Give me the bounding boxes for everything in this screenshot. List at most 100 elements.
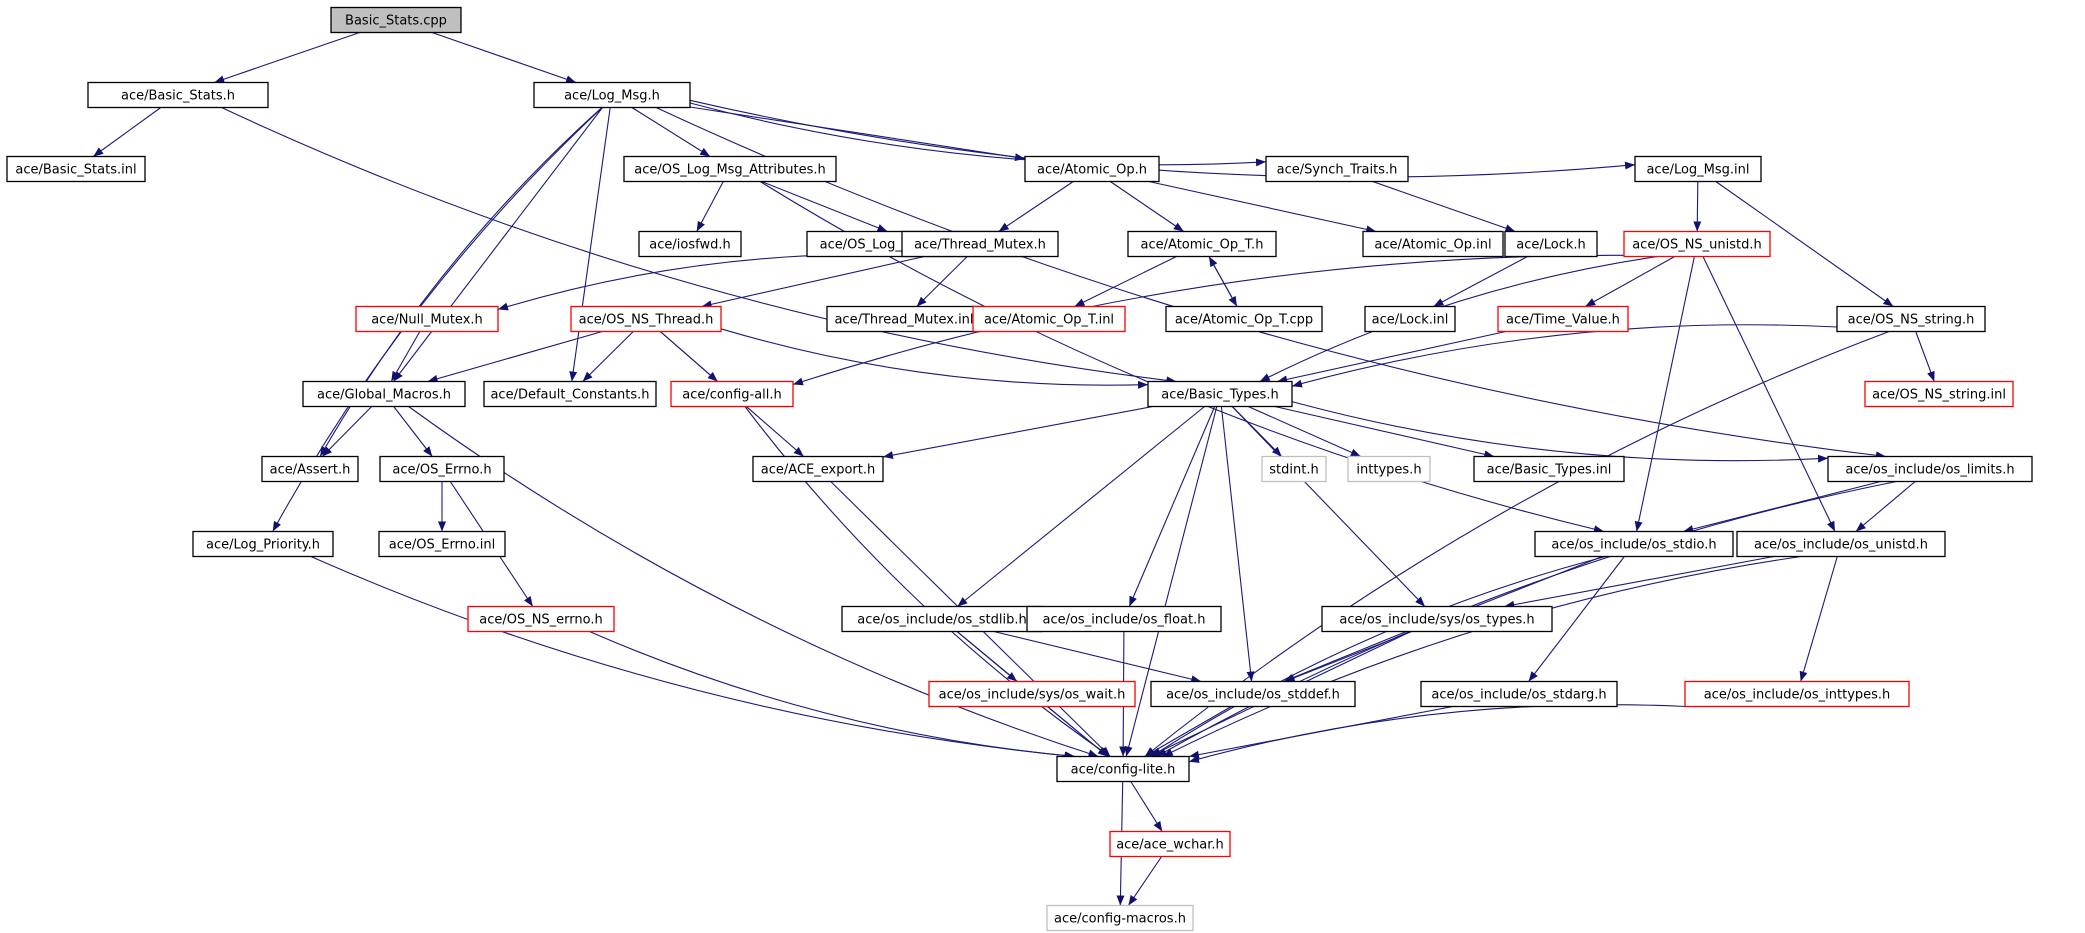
node-ace-export-h[interactable]: ace/ACE_export.h xyxy=(752,455,884,483)
node-label: ace/os_include/os_inttypes.h xyxy=(1704,688,1891,703)
node-label: ace/Log_Priority.h xyxy=(206,538,320,553)
edge-ace_wchar_h-to-config_macros_h xyxy=(1127,856,1163,906)
node-iosfwd-h[interactable]: ace/iosfwd.h xyxy=(638,230,742,258)
node-os-ns-errno-h[interactable]: ace/OS_NS_errno.h xyxy=(467,605,615,633)
node-atomic-op-t-cpp[interactable]: ace/Atomic_Op_T.cpp xyxy=(1165,305,1323,333)
node-os-errno-h[interactable]: ace/OS_Errno.h xyxy=(379,455,505,483)
node-os-stdlib-h[interactable]: ace/os_include/os_stdlib.h xyxy=(841,605,1043,633)
node-label: Basic_Stats.cpp xyxy=(345,14,447,29)
edge-os_ns_unistd_h-to-basic_types_h xyxy=(1259,255,1658,382)
node-ace-wchar-h[interactable]: ace/ace_wchar.h xyxy=(1109,830,1231,858)
node-os-errno-inl[interactable]: ace/OS_Errno.inl xyxy=(378,530,506,558)
edge-synch_traits_h-to-lock_h xyxy=(1372,180,1516,233)
node-label: ace/Basic_Stats.inl xyxy=(15,163,136,178)
node-box xyxy=(1347,455,1431,483)
node-os-sys-wait-h[interactable]: ace/os_include/sys/os_wait.h xyxy=(928,680,1136,708)
node-time-value-h[interactable]: ace/Time_Value.h xyxy=(1497,305,1629,333)
node-basic-types-inl[interactable]: ace/Basic_Types.inl xyxy=(1473,455,1625,483)
node-atomic-op-inl[interactable]: ace/Atomic_Op.inl xyxy=(1362,230,1504,258)
node-synch-traits-h[interactable]: ace/Synch_Traits.h xyxy=(1265,155,1409,183)
node-box xyxy=(1147,380,1293,408)
node-basic-stats-inl[interactable]: ace/Basic_Stats.inl xyxy=(6,155,146,183)
edge-basic_types_h-to-os_stddef_h xyxy=(1220,406,1255,682)
node-lock-h[interactable]: ace/Lock.h xyxy=(1504,230,1598,258)
edge-os_stddef_h-to-config_lite_h xyxy=(1144,706,1232,757)
node-label: ace/config-all.h xyxy=(682,388,782,403)
edge-os_ns_thread_h-to-default_constants_h xyxy=(582,331,634,382)
node-box xyxy=(1836,305,1986,333)
node-label: ace/iosfwd.h xyxy=(649,238,730,253)
edge-config_lite_h-to-ace_wchar_h xyxy=(1130,781,1163,832)
node-basic-stats-h[interactable]: ace/Basic_Stats.h xyxy=(87,81,269,109)
edge-os_log_msg_attr_h-to-os_log_msg_attr_inl xyxy=(761,180,888,233)
edge-log_msg_h-to-global_macros_h xyxy=(393,107,603,382)
node-thread-mutex-h[interactable]: ace/Thread_Mutex.h xyxy=(901,230,1059,258)
node-log-priority-h[interactable]: ace/Log_Priority.h xyxy=(192,530,334,558)
edge-log_msg_h-to-default_constants_h xyxy=(569,107,611,382)
node-label: ace/OS_Errno.inl xyxy=(389,538,495,553)
edge-atomic_op_t_cpp-to-atomic_op_t_h xyxy=(1208,256,1238,307)
edge-atomic_op_h-to-atomic_op_t_h xyxy=(1109,181,1185,232)
node-default-constants-h[interactable]: ace/Default_Constants.h xyxy=(483,380,657,408)
node-os-ns-unistd-h[interactable]: ace/OS_NS_unistd.h xyxy=(1623,230,1771,258)
node-config-all-h[interactable]: ace/config-all.h xyxy=(670,380,794,408)
node-box xyxy=(330,6,462,34)
edge-atomic_op_t_h-to-atomic_op_t_inl xyxy=(1074,256,1177,307)
node-os-inttypes-h[interactable]: ace/os_include/os_inttypes.h xyxy=(1684,680,1910,708)
node-box xyxy=(1364,305,1456,333)
node-os-sys-types-h[interactable]: ace/os_include/sys/os_types.h xyxy=(1321,605,1553,633)
node-os-ns-string-inl[interactable]: ace/OS_NS_string.inl xyxy=(1864,380,2014,408)
node-box xyxy=(1473,455,1625,483)
node-os-unistd-h[interactable]: ace/os_include/os_unistd.h xyxy=(1736,530,1946,558)
node-log-msg-h[interactable]: ace/Log_Msg.h xyxy=(533,81,691,109)
edge-log_msg_h-to-synch_traits_h xyxy=(689,102,1267,167)
edge-log_msg_h-to-os_log_msg_attr_h xyxy=(631,107,711,157)
node-os-limits-h[interactable]: ace/os_include/os_limits.h xyxy=(1827,455,2033,483)
node-config-lite-h[interactable]: ace/config-lite.h xyxy=(1056,755,1190,783)
node-label: ace/os_include/os_limits.h xyxy=(1845,463,2014,478)
node-assert-h[interactable]: ace/Assert.h xyxy=(261,455,359,483)
node-basic-types-h[interactable]: ace/Basic_Types.h xyxy=(1147,380,1293,408)
node-box xyxy=(1362,230,1504,258)
node-os-float-h[interactable]: ace/os_include/os_float.h xyxy=(1026,605,1222,633)
edge-os_ns_unistd_h-to-os_unistd_h xyxy=(1702,256,1836,532)
node-os-log-msg-attr-h[interactable]: ace/OS_Log_Msg_Attributes.h xyxy=(623,155,837,183)
edge-os_ns_unistd_h-to-os_stdio_h xyxy=(1634,256,1695,532)
node-os-ns-string-h[interactable]: ace/OS_NS_string.h xyxy=(1836,305,1986,333)
node-stdint-h[interactable]: stdint.h xyxy=(1261,455,1327,483)
node-atomic-op-h[interactable]: ace/Atomic_Op.h xyxy=(1024,155,1160,183)
node-label: ace/Atomic_Op_T.cpp xyxy=(1175,313,1313,328)
node-global-macros-h[interactable]: ace/Global_Macros.h xyxy=(302,380,466,408)
node-thread-mutex-inl[interactable]: ace/Thread_Mutex.inl xyxy=(826,305,982,333)
node-box xyxy=(467,605,615,633)
edge-log_msg_inl-to-os_ns_unistd_h xyxy=(1693,181,1702,232)
node-atomic-op-t-inl[interactable]: ace/Atomic_Op_T.inl xyxy=(972,305,1126,333)
edge-os_unistd_h-to-config_lite_h xyxy=(1162,555,1802,757)
node-label: ace/Null_Mutex.h xyxy=(371,313,483,328)
node-log-msg-inl[interactable]: ace/Log_Msg.inl xyxy=(1634,155,1762,183)
node-label: ace/ace_wchar.h xyxy=(1116,838,1224,853)
node-label: ace/Atomic_Op_T.inl xyxy=(984,313,1114,328)
edge-lock_h-to-lock_inl xyxy=(1433,256,1528,307)
node-box xyxy=(261,455,359,483)
node-atomic-op-t-h[interactable]: ace/Atomic_Op_T.h xyxy=(1127,230,1277,258)
node-label: ace/os_include/os_float.h xyxy=(1042,613,1205,628)
node-os-stdarg-h[interactable]: ace/os_include/os_stdarg.h xyxy=(1420,680,1618,708)
node-os-stddef-h[interactable]: ace/os_include/os_stddef.h xyxy=(1150,680,1356,708)
node-config-macros-h[interactable]: ace/config-macros.h xyxy=(1046,904,1194,932)
node-label: ace/Log_Msg.h xyxy=(564,89,660,104)
node-label: ace/os_include/os_unistd.h xyxy=(1754,538,1928,553)
node-os-ns-thread-h[interactable]: ace/OS_NS_Thread.h xyxy=(570,305,722,333)
node-box xyxy=(1046,904,1194,932)
node-lock-inl[interactable]: ace/Lock.inl xyxy=(1364,305,1456,333)
node-os-stdio-h[interactable]: ace/os_include/os_stdio.h xyxy=(1534,530,1734,558)
node-label: ace/OS_NS_unistd.h xyxy=(1632,238,1762,253)
edge-atomic_op_h-to-atomic_op_inl xyxy=(1148,180,1377,234)
edge-basic_types_h-to-basic_types_inl xyxy=(1274,405,1495,459)
node-null-mutex-h[interactable]: ace/Null_Mutex.h xyxy=(355,305,499,333)
node-label: ace/os_include/sys/os_types.h xyxy=(1339,613,1534,628)
node-label: ace/OS_NS_Thread.h xyxy=(579,313,714,328)
node-inttypes-h[interactable]: inttypes.h xyxy=(1347,455,1431,483)
node-box xyxy=(752,455,884,483)
